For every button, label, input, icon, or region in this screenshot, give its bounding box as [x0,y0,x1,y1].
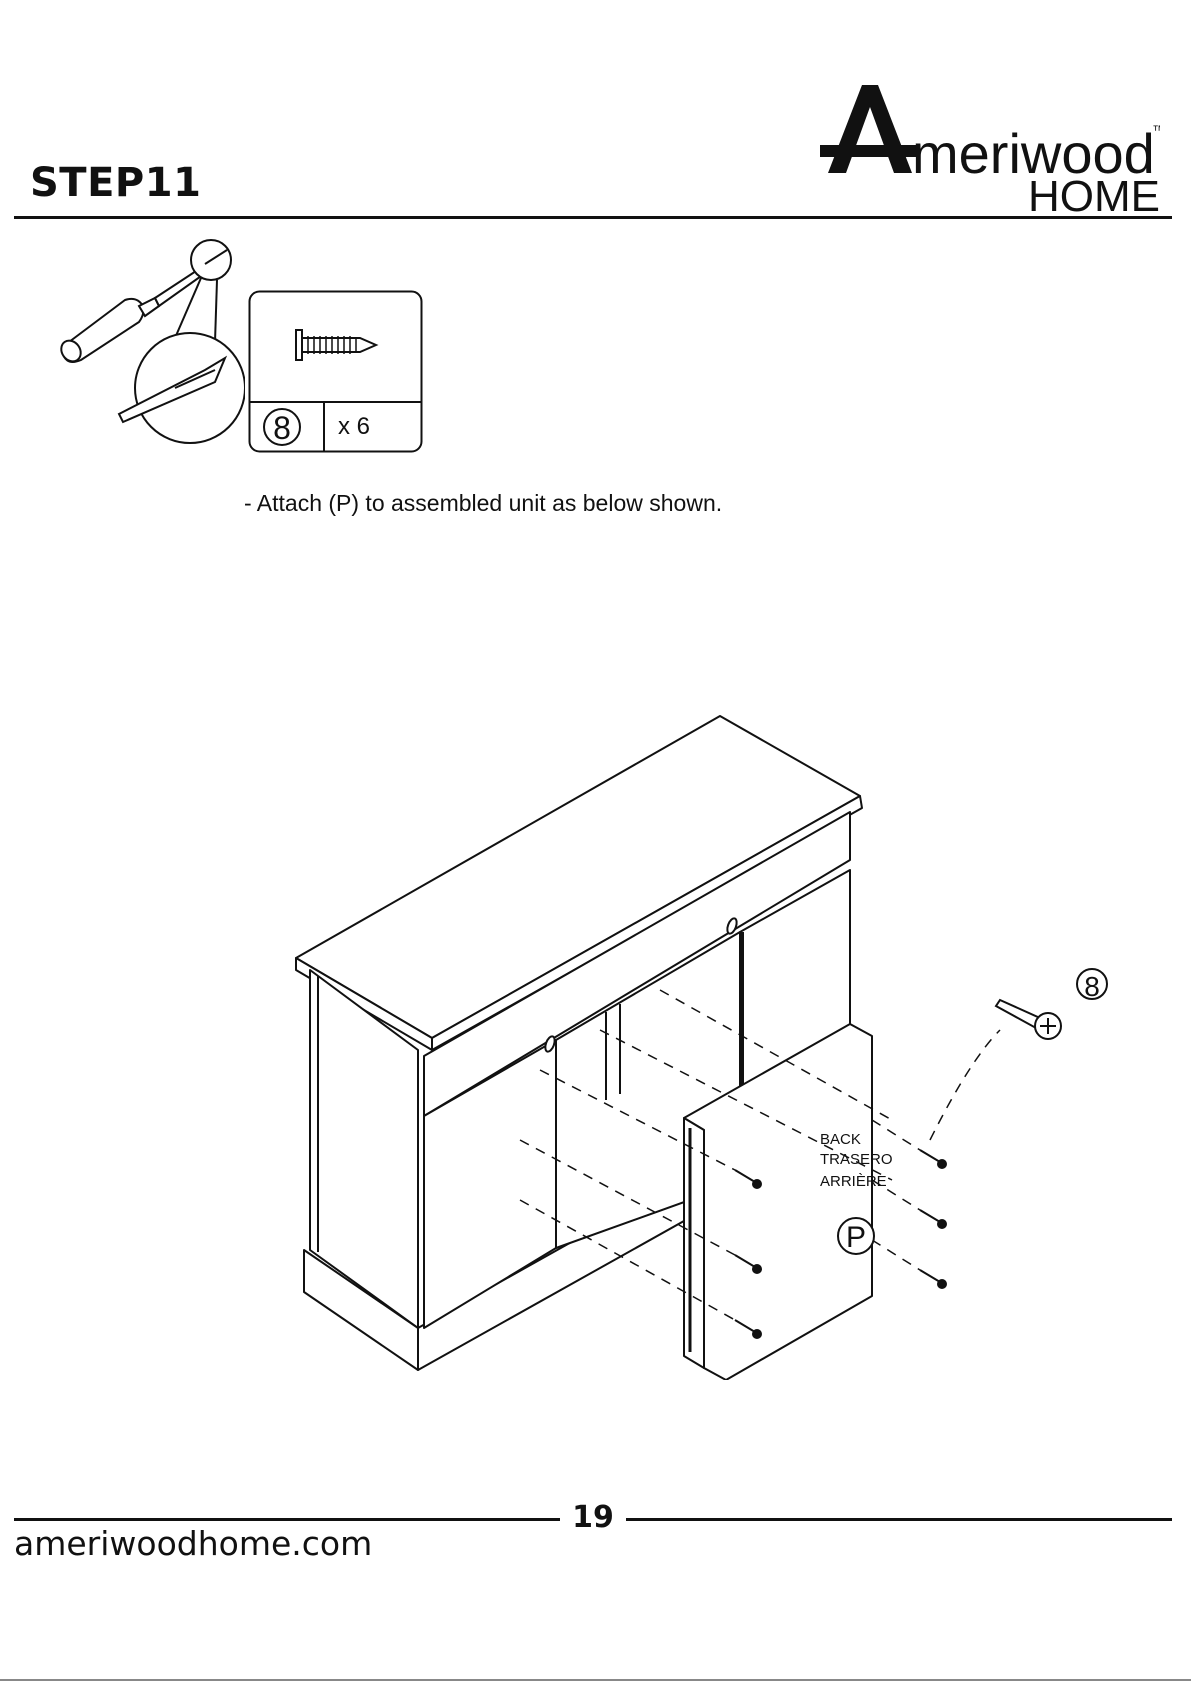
footer-rule-left [14,1518,560,1521]
footer-rule-right [626,1518,1172,1521]
hardware-box: 8 x 6 [248,290,424,454]
scan-artifact-line [0,1679,1191,1681]
logo-sub: HOME [1028,172,1160,215]
trademark-mark: ™ [1152,122,1160,138]
panel-label-trasero: TRASERO [820,1151,893,1168]
page-number: 19 [560,1500,626,1535]
callout-screw-icon [996,1000,1061,1039]
hardware-id: 8 [273,410,291,446]
step-title: STEP11 [30,160,201,206]
screw-icon [920,1270,946,1288]
panel-id: P [846,1221,866,1254]
instruction-text: - Attach (P) to assembled unit as below … [244,490,722,517]
screw-icon [920,1150,946,1168]
ameriwood-logo: meriwood ™ HOME [820,85,1160,215]
screw-icon [920,1210,946,1228]
screwdriver-icon [55,230,245,460]
assembly-diagram: 8 BACK TRASERO ARRIÈRE P [280,700,1140,1380]
hardware-quantity: x 6 [338,413,370,440]
callout-screw-id: 8 [1084,971,1100,1002]
website-link[interactable]: ameriwoodhome.com [14,1524,372,1563]
panel-label-arriere: ARRIÈRE [820,1173,887,1190]
header-rule [14,216,1172,219]
panel-label-back: BACK [820,1131,861,1148]
